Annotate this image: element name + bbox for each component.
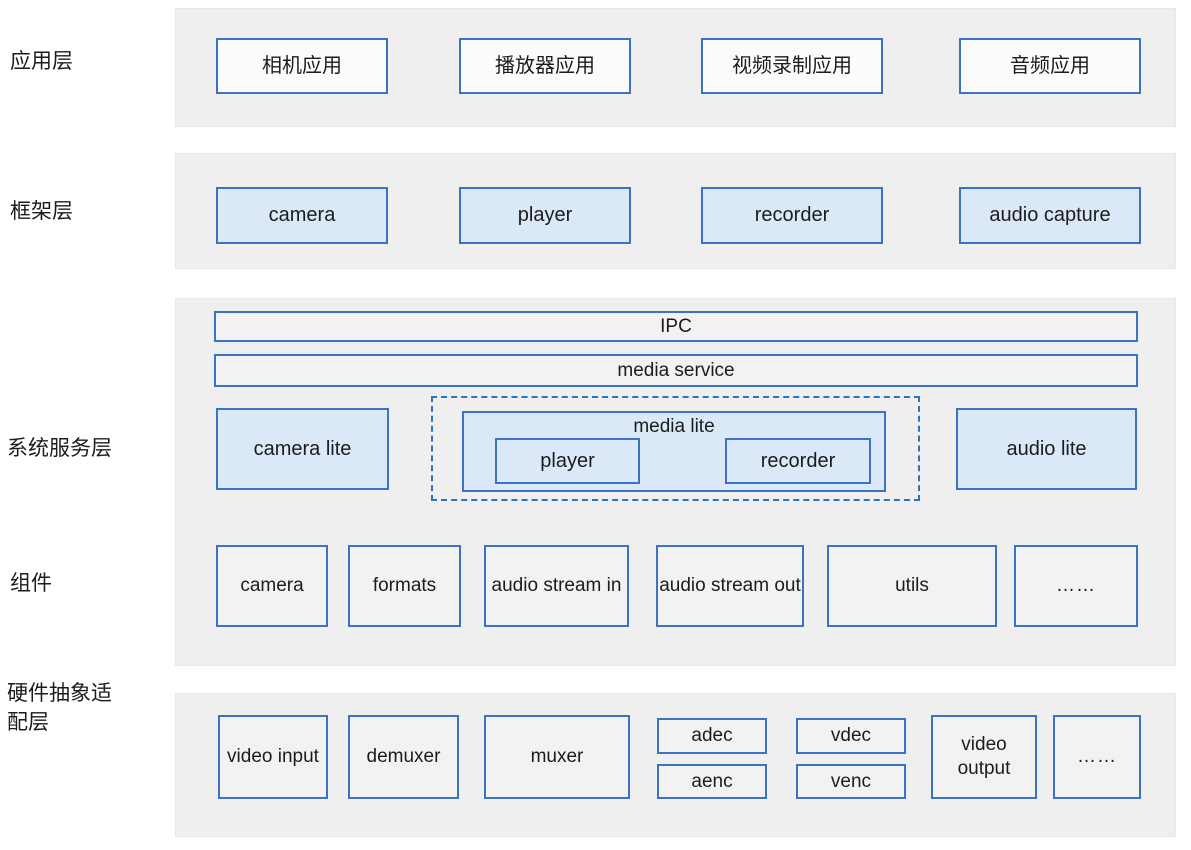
box-hal-venc: venc (796, 764, 906, 799)
box-video-record-app: 视频录制应用 (701, 38, 883, 94)
band-application-layer: 相机应用 播放器应用 视频录制应用 音频应用 (175, 8, 1176, 127)
layer-label-application: 应用层 (10, 50, 73, 73)
box-hal-ellipsis: …… (1053, 715, 1141, 799)
box-audio-app: 音频应用 (959, 38, 1141, 94)
box-hal-demuxer: demuxer (348, 715, 459, 799)
box-component-ellipsis: …… (1014, 545, 1138, 627)
box-player-app: 播放器应用 (459, 38, 631, 94)
layer-label-framework: 框架层 (10, 200, 73, 223)
bar-ipc: IPC (214, 311, 1138, 342)
box-hal-video-input: video input (218, 715, 328, 799)
box-hal-muxer: muxer (484, 715, 630, 799)
layer-label-hal: 硬件抽象适配层 (7, 682, 112, 734)
box-framework-player: player (459, 187, 631, 244)
media-lite-dashed-group: media lite player recorder (431, 396, 920, 501)
box-component-formats: formats (348, 545, 461, 627)
band-hal-layer: video input demuxer muxer adec aenc vdec… (175, 693, 1176, 837)
layer-label-system-service: 系统服务层 (7, 437, 112, 460)
box-media-lite-player: player (495, 438, 640, 484)
box-audio-lite: audio lite (956, 408, 1137, 490)
box-hal-adec: adec (657, 718, 767, 754)
box-component-audio-stream-in: audio stream in (484, 545, 629, 627)
box-framework-audio-capture: audio capture (959, 187, 1141, 244)
bar-media-service: media service (214, 354, 1138, 387)
box-media-lite-recorder: recorder (725, 438, 871, 484)
box-hal-aenc: aenc (657, 764, 767, 799)
band-system-service-layer: IPC media service camera lite media lite… (175, 298, 1176, 666)
box-component-camera: camera (216, 545, 328, 627)
layer-label-component: 组件 (10, 572, 52, 595)
box-media-lite: media lite player recorder (462, 411, 886, 492)
box-camera-lite: camera lite (216, 408, 389, 490)
box-hal-video-output: video output (931, 715, 1037, 799)
box-camera-app: 相机应用 (216, 38, 388, 94)
media-lite-title: media lite (633, 416, 715, 437)
box-framework-camera: camera (216, 187, 388, 244)
band-framework-layer: camera player recorder audio capture (175, 153, 1176, 269)
box-component-audio-stream-out: audio stream out (656, 545, 804, 627)
box-hal-vdec: vdec (796, 718, 906, 754)
box-framework-recorder: recorder (701, 187, 883, 244)
box-component-utils: utils (827, 545, 997, 627)
